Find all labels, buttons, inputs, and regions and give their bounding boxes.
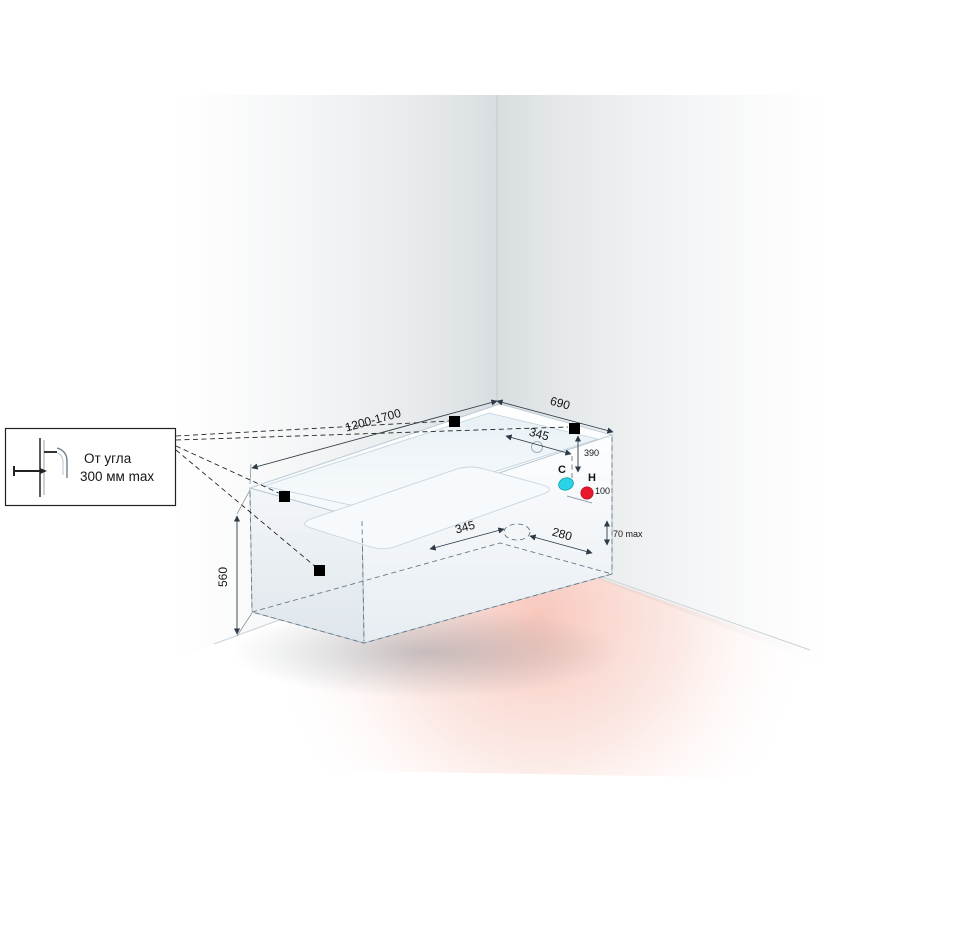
dim-drain-long-label: 345 bbox=[453, 518, 476, 537]
hot-water-hole bbox=[580, 486, 594, 500]
screw-tip bbox=[40, 468, 47, 474]
dim-height-ext1 bbox=[236, 489, 251, 515]
bracket-detail-drawing bbox=[13, 438, 68, 497]
dim-faucet-offset-label: 345 bbox=[528, 425, 551, 444]
dim-height-label: 560 bbox=[216, 567, 230, 587]
dim-height-ext2 bbox=[236, 612, 253, 637]
bracket-square-1 bbox=[449, 416, 460, 427]
bracket-square-3 bbox=[279, 491, 290, 502]
bracket-square-2 bbox=[569, 423, 580, 434]
dim-width-label: 690 bbox=[549, 394, 572, 413]
dim-spacing-line bbox=[566, 495, 593, 504]
inset-detail-box: От угла 300 мм max bbox=[4, 427, 177, 507]
mounting-brackets bbox=[279, 416, 580, 576]
dim-faucet-height-label: 390 bbox=[584, 448, 599, 458]
leader-3 bbox=[175, 445, 284, 496]
dim-clearance-label: 70 max bbox=[613, 529, 643, 539]
proj-floor-rect bbox=[250, 542, 614, 644]
faucet-holes: C H bbox=[558, 464, 596, 500]
dim-faucet-offset-line bbox=[505, 434, 572, 456]
dim-drain-long-line bbox=[429, 527, 505, 551]
dim-length-ext1 bbox=[249, 463, 252, 485]
dim-spacing-label: 100 bbox=[595, 486, 610, 496]
dim-drain-short-line bbox=[529, 534, 593, 555]
leader-4 bbox=[175, 449, 318, 569]
dim-length-line bbox=[251, 399, 498, 470]
inset-text-line1: От угла bbox=[84, 451, 132, 466]
cold-water-label: C bbox=[558, 464, 566, 476]
hot-water-label: H bbox=[588, 472, 596, 484]
cold-water-hole bbox=[558, 477, 574, 491]
inset-text-line2: 300 мм max bbox=[80, 469, 154, 484]
inset-frame bbox=[4, 427, 177, 507]
tub-rim-section-inner bbox=[56, 452, 64, 475]
drain-hole-projection bbox=[503, 523, 531, 541]
bracket-square-4 bbox=[314, 565, 325, 576]
dim-width-line bbox=[496, 399, 614, 434]
dim-drain-short-label: 280 bbox=[551, 525, 574, 544]
tub-rim-section bbox=[56, 447, 68, 478]
